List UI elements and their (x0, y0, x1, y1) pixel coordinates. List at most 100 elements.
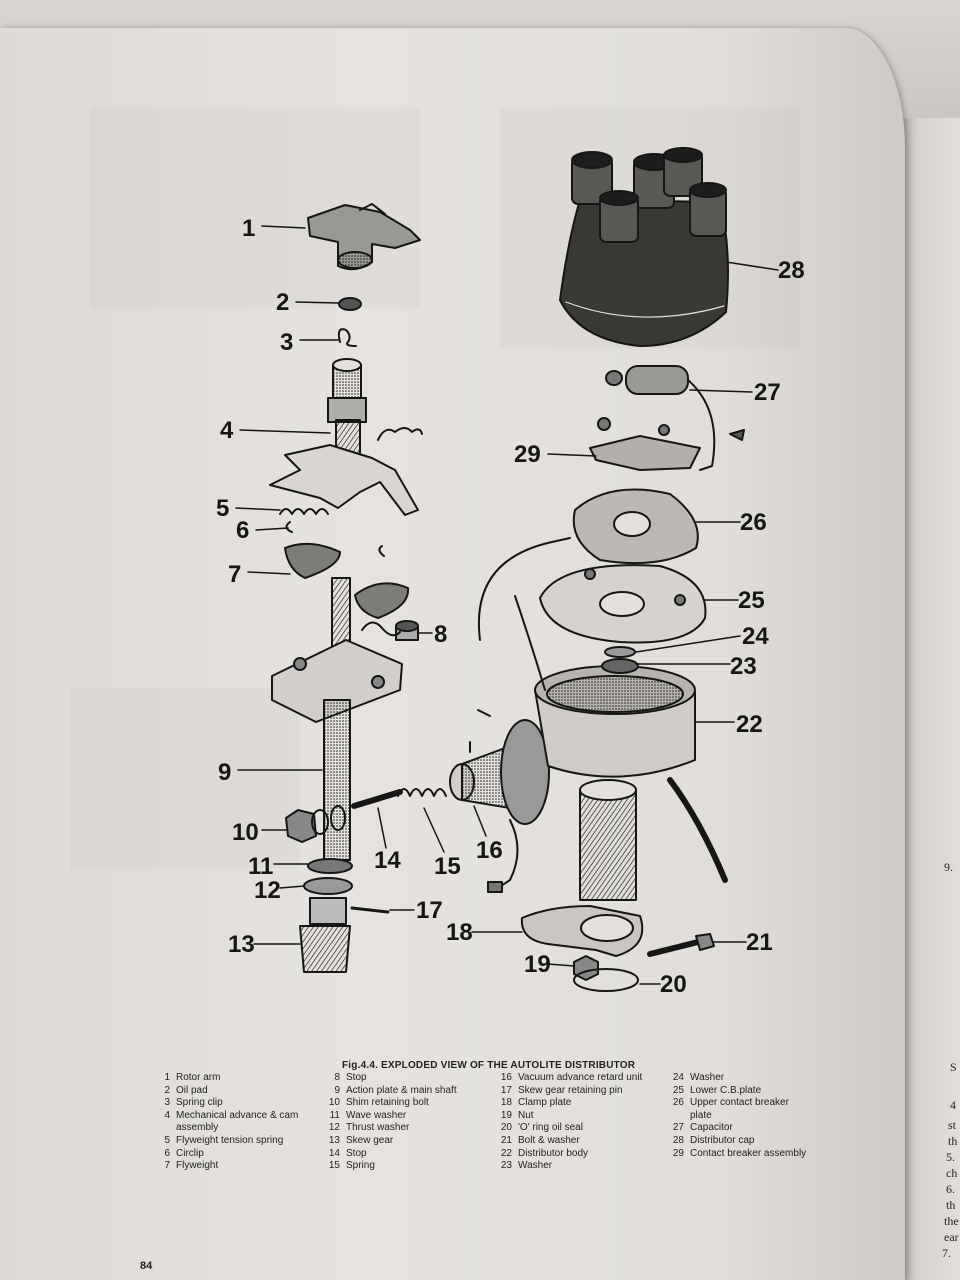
circlip-part (378, 545, 385, 557)
callout-13: 13 (228, 931, 255, 958)
callout-15: 15 (434, 853, 461, 880)
callout-5: 5 (216, 495, 229, 522)
callout-4: 4 (220, 417, 234, 444)
adjacent-page-fragment: 4 (950, 1098, 956, 1112)
adjacent-page-fragment: 7. (942, 1246, 951, 1260)
callout-numbers: 1 2 3 4 5 6 7 8 9 10 11 12 13 14 15 16 1… (216, 215, 805, 998)
callout-17: 17 (416, 897, 443, 924)
vacuum-unit-part (449, 709, 550, 893)
adjacent-page-fragment: 5. (946, 1150, 955, 1164)
callout-29: 29 (514, 441, 541, 468)
vacuum-rod-and-spring-part (351, 788, 447, 809)
adjacent-page-fragment: th (946, 1198, 956, 1212)
thrust-washer-part (303, 877, 353, 895)
callout-7: 7 (228, 561, 241, 588)
adjacent-page-fragment: 9. (944, 860, 953, 874)
callout-8: 8 (434, 621, 447, 648)
callout-12: 12 (254, 877, 281, 904)
nut-part (573, 955, 599, 981)
wave-washer-part (307, 858, 353, 874)
distributor-body-part (514, 595, 728, 901)
spring-clip-part (337, 328, 357, 347)
distributor-cap-part (559, 147, 729, 347)
callout-22: 22 (736, 711, 763, 738)
flyweight-part (284, 542, 341, 579)
page-number: 84 (140, 1260, 153, 1272)
contact-breaker-part (589, 417, 701, 471)
callout-24: 24 (742, 623, 769, 650)
book-page (0, 28, 905, 1280)
leader-lines (235, 225, 779, 985)
upper-cb-plate-part (478, 488, 699, 641)
washer-part (601, 658, 639, 674)
callout-20: 20 (660, 971, 687, 998)
callout-28: 28 (778, 257, 805, 284)
callout-16: 16 (476, 837, 503, 864)
callout-25: 25 (738, 587, 765, 614)
callout-3: 3 (280, 329, 293, 356)
adjacent-page-fragment: th (948, 1134, 958, 1148)
cam-assembly-part (269, 358, 423, 516)
callout-23: 23 (730, 653, 757, 680)
figure-caption: Fig.4.4. EXPLODED VIEW OF THE AUTOLITE D… (342, 1060, 636, 1071)
callout-1: 1 (242, 215, 255, 242)
washer-part (604, 646, 636, 658)
stop-part (395, 620, 419, 641)
callout-11: 11 (248, 853, 273, 880)
circlip-part (285, 521, 293, 533)
adjacent-page-fragment: st (948, 1118, 957, 1132)
callout-9: 9 (218, 759, 231, 786)
rotor-arm-part (307, 203, 421, 271)
callout-2: 2 (276, 289, 289, 316)
adjacent-page-fragment: 6. (946, 1182, 955, 1196)
o-ring-part (573, 968, 639, 992)
legend-item: 20'O' ring oil seal (500, 1122, 583, 1134)
adjacent-page: 9. S 4 st th 5. ch 6. th the ear 7. (900, 118, 960, 1280)
bolt-and-washer-part (647, 933, 715, 957)
callout-21: 21 (746, 929, 773, 956)
callout-26: 26 (740, 509, 767, 536)
callout-14: 14 (374, 847, 401, 874)
lower-cb-plate-part (539, 564, 707, 644)
callout-19: 19 (524, 951, 551, 978)
main-shaft-part (271, 577, 403, 861)
callout-18: 18 (446, 919, 473, 946)
callout-10: 10 (232, 819, 259, 846)
callout-6: 6 (236, 517, 249, 544)
adjacent-page-fragment: ch (946, 1166, 958, 1180)
retaining-pin-part (350, 906, 390, 914)
adjacent-page-fragment: the (944, 1214, 959, 1228)
callout-27: 27 (754, 379, 781, 406)
oil-pad-part (338, 297, 362, 311)
